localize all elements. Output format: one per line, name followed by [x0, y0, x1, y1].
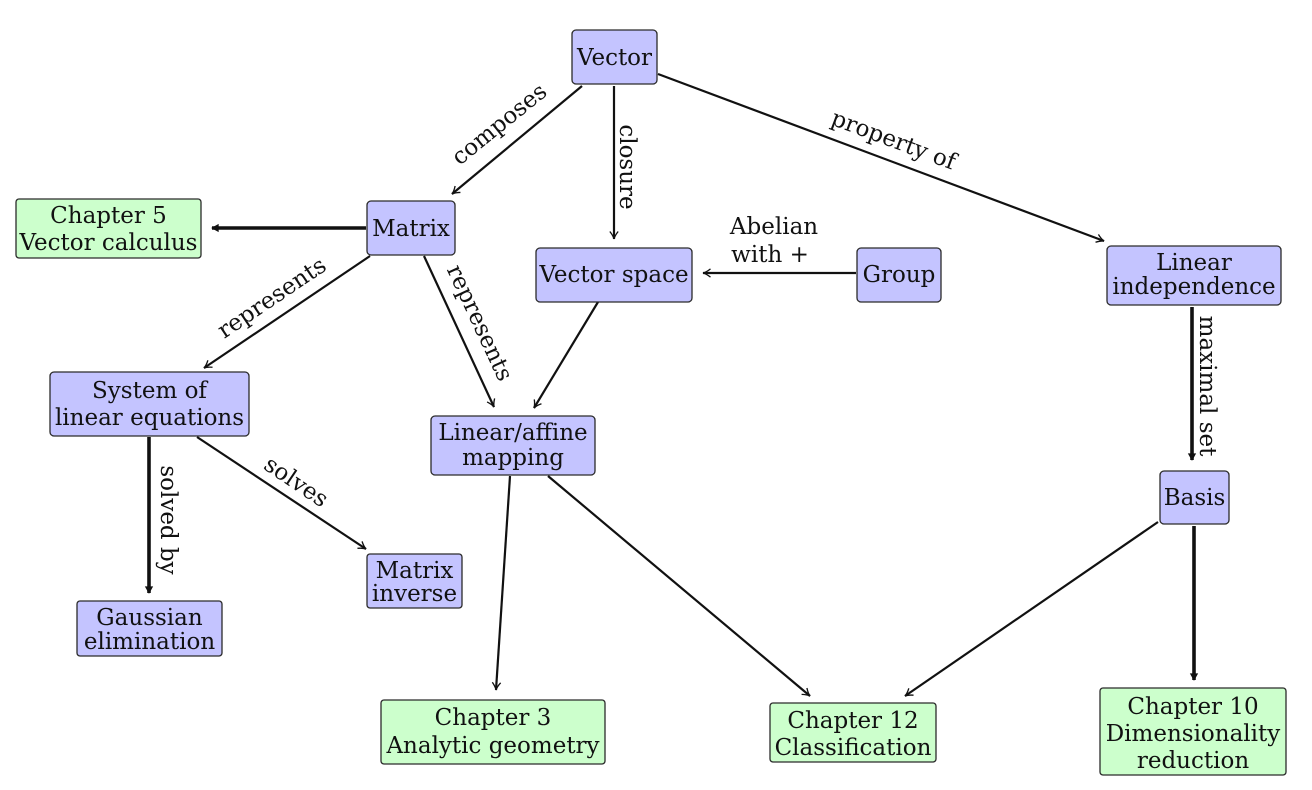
node-matrix: Matrix — [366, 200, 456, 256]
edge-label-maximal-set: maximal set — [1194, 316, 1220, 457]
node-vector-space-label: Vector space — [538, 262, 688, 288]
node-matrix-label: Matrix — [372, 216, 450, 242]
edge-label-closure: closure — [614, 124, 640, 209]
node-chapter3-line2: Analytic geometry — [385, 733, 599, 759]
node-basis: Basis — [1159, 470, 1230, 525]
node-chapter5-line2: Vector calculus — [18, 230, 197, 256]
node-chapter10-line3: reduction — [1137, 748, 1249, 774]
edge-basis-to-chapter12 — [904, 521, 1159, 697]
node-chapter10-line1: Chapter 10 — [1127, 694, 1258, 720]
node-linear-independence-line2: independence — [1112, 274, 1275, 300]
edge-label-abelian-line2: with + — [731, 242, 809, 268]
node-gaussian-line1: Gaussian — [96, 605, 203, 631]
node-group: Group — [856, 247, 942, 303]
node-linear-independence-line1: Linear — [1156, 250, 1232, 276]
edge-label-property-of: property of — [828, 105, 961, 176]
edge-vector-space-to-linear-map — [533, 301, 599, 409]
node-system-of-linear-equations: System of linear equations — [49, 371, 250, 437]
node-chapter3-line1: Chapter 3 — [435, 705, 552, 731]
node-linear-affine-mapping: Linear/affine mapping — [430, 415, 596, 476]
node-chapter12: Chapter 12 Classification — [769, 702, 937, 763]
edge-system-to-matrix-inverse — [196, 436, 367, 550]
node-group-label: Group — [863, 262, 936, 288]
node-chapter3: Chapter 3 Analytic geometry — [380, 699, 606, 765]
node-chapter5-line1: Chapter 5 — [50, 203, 167, 229]
node-matrix-inverse-line1: Matrix — [376, 558, 454, 584]
node-linear-independence: Linear independence — [1106, 245, 1282, 306]
edge-label-represents-system: represents — [213, 252, 331, 344]
edge-label-solved-by: solved by — [155, 465, 181, 574]
node-vector-label: Vector — [576, 45, 652, 71]
edge-vector-to-matrix — [451, 85, 583, 195]
node-gaussian-elimination: Gaussian elimination — [76, 600, 223, 657]
node-vector: Vector — [571, 29, 658, 85]
edge-label-abelian-line1: Abelian — [729, 214, 818, 240]
node-matrix-inverse: Matrix inverse — [366, 553, 463, 609]
node-linear-map-line1: Linear/affine — [438, 420, 587, 446]
node-chapter12-line2: Classification — [775, 735, 932, 761]
node-system-line2: linear equations — [55, 405, 244, 431]
node-basis-label: Basis — [1164, 485, 1226, 511]
node-chapter10-line2: Dimensionality — [1106, 721, 1281, 747]
edge-linear-map-to-chapter3 — [491, 475, 512, 691]
node-vector-space: Vector space — [535, 247, 693, 303]
node-matrix-inverse-line2: inverse — [372, 581, 457, 607]
node-system-line1: System of — [92, 378, 208, 404]
edge-linear-map-to-chapter12 — [547, 475, 811, 697]
node-chapter5: Chapter 5 Vector calculus — [15, 198, 202, 259]
edge-matrix-to-linear-map — [423, 255, 496, 408]
node-linear-map-line2: mapping — [462, 445, 564, 471]
edge-label-represents-mapping: represents — [441, 261, 517, 385]
node-chapter10: Chapter 10 Dimensionality reduction — [1099, 687, 1287, 776]
edge-matrix-to-system — [203, 255, 371, 369]
node-gaussian-line2: elimination — [84, 629, 215, 655]
edge-vector-to-linear-independence — [657, 72, 1105, 243]
node-chapter12-line1: Chapter 12 — [787, 708, 918, 734]
